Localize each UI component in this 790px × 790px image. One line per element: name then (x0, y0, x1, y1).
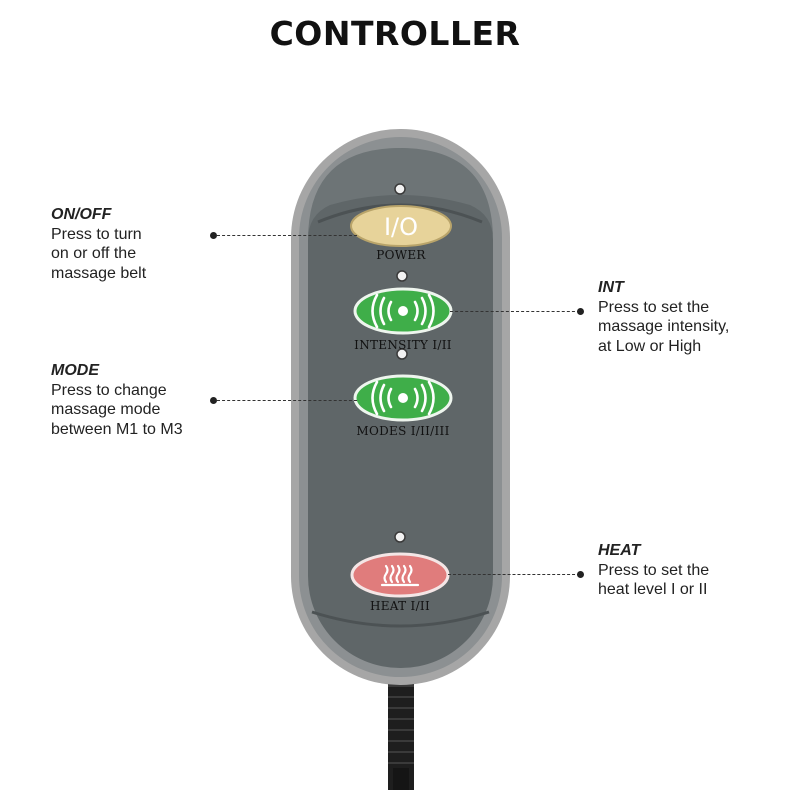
callout-int-desc: Press to set the massage intensity, at L… (598, 298, 730, 355)
power-label: POWER (376, 248, 426, 262)
vibration-icon (371, 293, 435, 329)
bottom-cap (311, 610, 490, 628)
callout-heat: HEAT Press to set the heat level I or II (598, 541, 709, 600)
leader-dot-int (577, 308, 584, 315)
power-symbol: I/O (384, 213, 418, 241)
heat-label: HEAT I/II (370, 599, 430, 613)
heat-button[interactable] (350, 552, 450, 598)
callout-heat-title: HEAT (598, 542, 641, 559)
callout-int: INT Press to set the massage intensity, … (598, 278, 729, 356)
modes-led (396, 348, 408, 360)
vibration-icon (371, 380, 435, 416)
callout-onoff-title: ON/OFF (51, 206, 112, 223)
power-button[interactable]: I/O (350, 205, 452, 247)
callout-mode: MODE Press to change massage mode betwee… (51, 361, 183, 439)
power-led (394, 183, 406, 195)
callout-mode-title: MODE (51, 362, 99, 379)
callout-onoff-desc: Press to turn on or off the massage belt (51, 225, 147, 282)
leader-dot-heat (577, 571, 584, 578)
callout-heat-desc: Press to set the heat level I or II (598, 561, 710, 599)
callout-onoff: ON/OFF Press to turn on or off the massa… (51, 205, 146, 283)
intensity-label: INTENSITY I/II (354, 338, 452, 352)
intensity-button[interactable] (353, 287, 453, 335)
callout-int-title: INT (598, 279, 624, 296)
callout-mode-desc: Press to change massage mode between M1 … (51, 381, 183, 438)
leader-line-mode (217, 400, 357, 401)
cable (388, 672, 414, 790)
leader-dot-onoff (210, 232, 217, 239)
modes-label: MODES I/II/III (356, 424, 449, 438)
leader-line-int (450, 311, 580, 312)
leader-line-onoff (217, 235, 357, 236)
leader-dot-mode (210, 397, 217, 404)
intensity-led (396, 270, 408, 282)
heat-icon (380, 564, 420, 587)
page-title: CONTROLLER (269, 14, 521, 53)
modes-button[interactable] (353, 374, 453, 422)
leader-line-heat (448, 574, 580, 575)
heat-led (394, 531, 406, 543)
